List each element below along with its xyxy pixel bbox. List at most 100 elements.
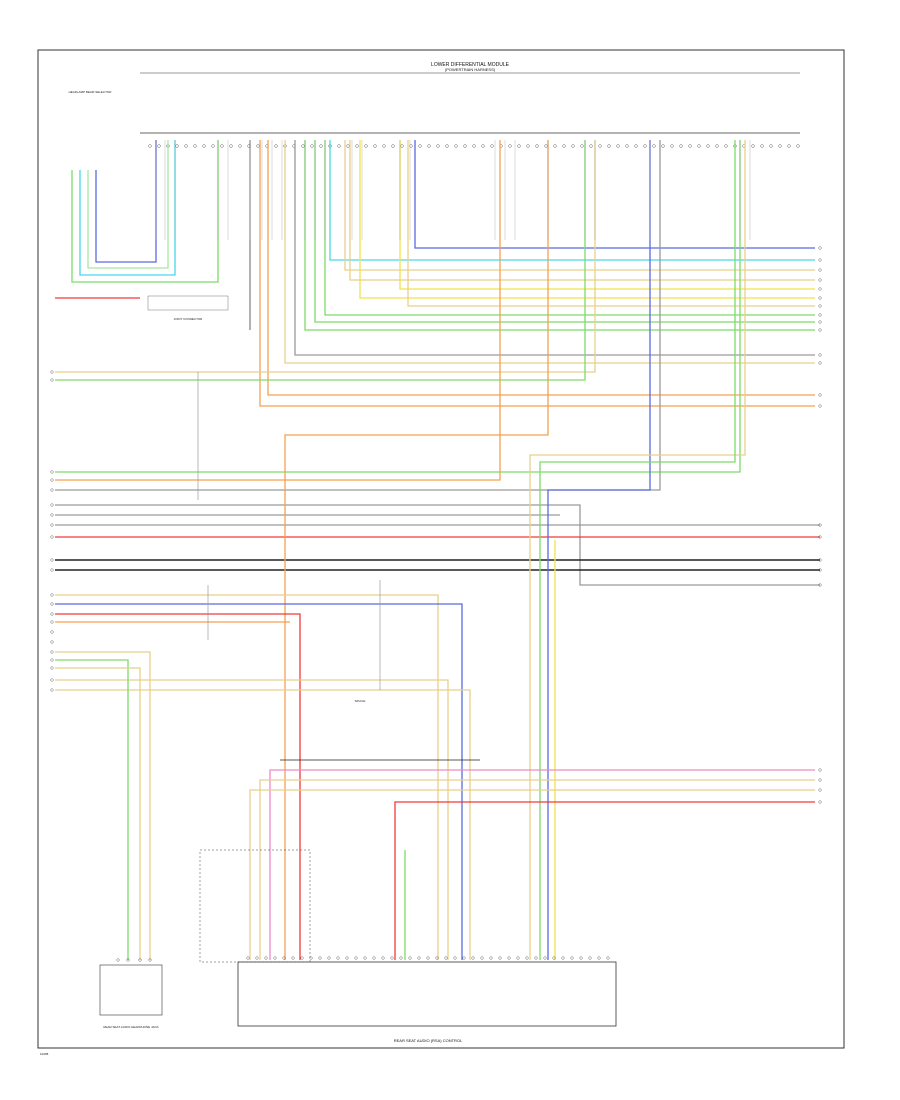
jack-pin bbox=[148, 958, 152, 962]
rsa-pin bbox=[480, 956, 484, 960]
right-side-pins bbox=[818, 246, 822, 804]
rsa-pin bbox=[597, 956, 601, 960]
rsa-pin bbox=[300, 956, 304, 960]
wire-tan-low-3 bbox=[55, 689, 471, 960]
wire-green-3 bbox=[304, 140, 815, 331]
top-pin bbox=[274, 144, 278, 148]
wire-gray-left-2 bbox=[55, 504, 820, 586]
wire-cyan-1 bbox=[329, 140, 815, 261]
left-pin bbox=[50, 640, 54, 644]
rsa-pin bbox=[435, 956, 439, 960]
rsa-pin bbox=[588, 956, 592, 960]
rsa-pin bbox=[372, 956, 376, 960]
rsa-pin bbox=[363, 956, 367, 960]
right-pin bbox=[818, 404, 822, 408]
top-pin bbox=[481, 144, 485, 148]
diagram-frame bbox=[37, 49, 845, 1049]
rsa-pin bbox=[561, 956, 565, 960]
left-pin bbox=[50, 688, 54, 692]
top-pin bbox=[301, 144, 305, 148]
rsa-pin bbox=[345, 956, 349, 960]
top-pin bbox=[508, 144, 512, 148]
top-pin bbox=[778, 144, 782, 148]
right-pin bbox=[818, 320, 822, 324]
wires bbox=[55, 140, 820, 960]
right-pin bbox=[818, 535, 822, 539]
header-subtitle: (POWERTRAIN HARNESS) bbox=[445, 67, 496, 72]
left-pin bbox=[50, 666, 54, 670]
rsa-pin bbox=[570, 956, 574, 960]
rsa-pin bbox=[516, 956, 520, 960]
rsa-pin bbox=[273, 956, 277, 960]
rsa-pin bbox=[462, 956, 466, 960]
wire-orange-1 bbox=[267, 140, 815, 396]
wire-tan-low-5 bbox=[55, 651, 151, 960]
rsa-pin bbox=[264, 956, 268, 960]
wire-tan-right-2 bbox=[249, 789, 815, 960]
left-pin bbox=[50, 620, 54, 624]
top-pin bbox=[715, 144, 719, 148]
top-pin bbox=[517, 144, 521, 148]
rsa-pin bbox=[498, 956, 502, 960]
top-pin bbox=[670, 144, 674, 148]
wire-loop-lightgreen bbox=[87, 140, 169, 269]
top-pin bbox=[562, 144, 566, 148]
rsa-pin bbox=[543, 956, 547, 960]
top-pin bbox=[445, 144, 449, 148]
top-pin bbox=[148, 144, 152, 148]
wire-pink-right bbox=[269, 769, 815, 960]
wire-tan-low-2 bbox=[55, 679, 449, 960]
top-pin bbox=[643, 144, 647, 148]
top-pin bbox=[634, 144, 638, 148]
joint-connector-label: JOINT CONNECTOR bbox=[174, 317, 204, 321]
top-pin bbox=[472, 144, 476, 148]
top-pin bbox=[319, 144, 323, 148]
rsa-pin bbox=[525, 956, 529, 960]
top-pin bbox=[400, 144, 404, 148]
left-pin bbox=[50, 378, 54, 382]
rsa-module-box bbox=[237, 961, 617, 1027]
left-pin bbox=[50, 478, 54, 482]
wire-gray-left-1 bbox=[55, 140, 661, 491]
top-pin bbox=[157, 144, 161, 148]
top-pin bbox=[418, 144, 422, 148]
wire-green-left-2 bbox=[55, 140, 741, 473]
wire-loop-blue bbox=[95, 140, 157, 263]
rsa-pin bbox=[444, 956, 448, 960]
left-pin bbox=[50, 602, 54, 606]
bottom-left-component-box bbox=[99, 964, 163, 1016]
rsa-pin bbox=[453, 956, 457, 960]
top-pin bbox=[229, 144, 233, 148]
top-pin bbox=[247, 144, 251, 148]
left-pin bbox=[50, 513, 54, 517]
right-pin bbox=[818, 393, 822, 397]
rsa-pin bbox=[318, 956, 322, 960]
top-pin bbox=[679, 144, 683, 148]
rsa-pin bbox=[336, 956, 340, 960]
top-pin bbox=[355, 144, 359, 148]
left-pin bbox=[50, 558, 54, 562]
top-pin bbox=[760, 144, 764, 148]
top-pin bbox=[409, 144, 413, 148]
right-pin bbox=[818, 558, 822, 562]
wire-tan-down bbox=[529, 140, 746, 960]
left-pin bbox=[50, 568, 54, 572]
top-pin bbox=[724, 144, 728, 148]
top-pin bbox=[652, 144, 656, 148]
rsa-pin bbox=[426, 956, 430, 960]
top-pin bbox=[454, 144, 458, 148]
top-connector-pins bbox=[148, 144, 800, 148]
top-pin bbox=[589, 144, 593, 148]
right-pin bbox=[818, 800, 822, 804]
right-pin bbox=[818, 313, 822, 317]
rsa-pin bbox=[534, 956, 538, 960]
top-pin bbox=[535, 144, 539, 148]
wire-loop-green bbox=[71, 140, 219, 283]
right-pin bbox=[818, 296, 822, 300]
rsa-pin bbox=[579, 956, 583, 960]
top-pin bbox=[526, 144, 530, 148]
right-pin bbox=[818, 246, 822, 250]
rsa-pin bbox=[417, 956, 421, 960]
right-pin bbox=[818, 523, 822, 527]
